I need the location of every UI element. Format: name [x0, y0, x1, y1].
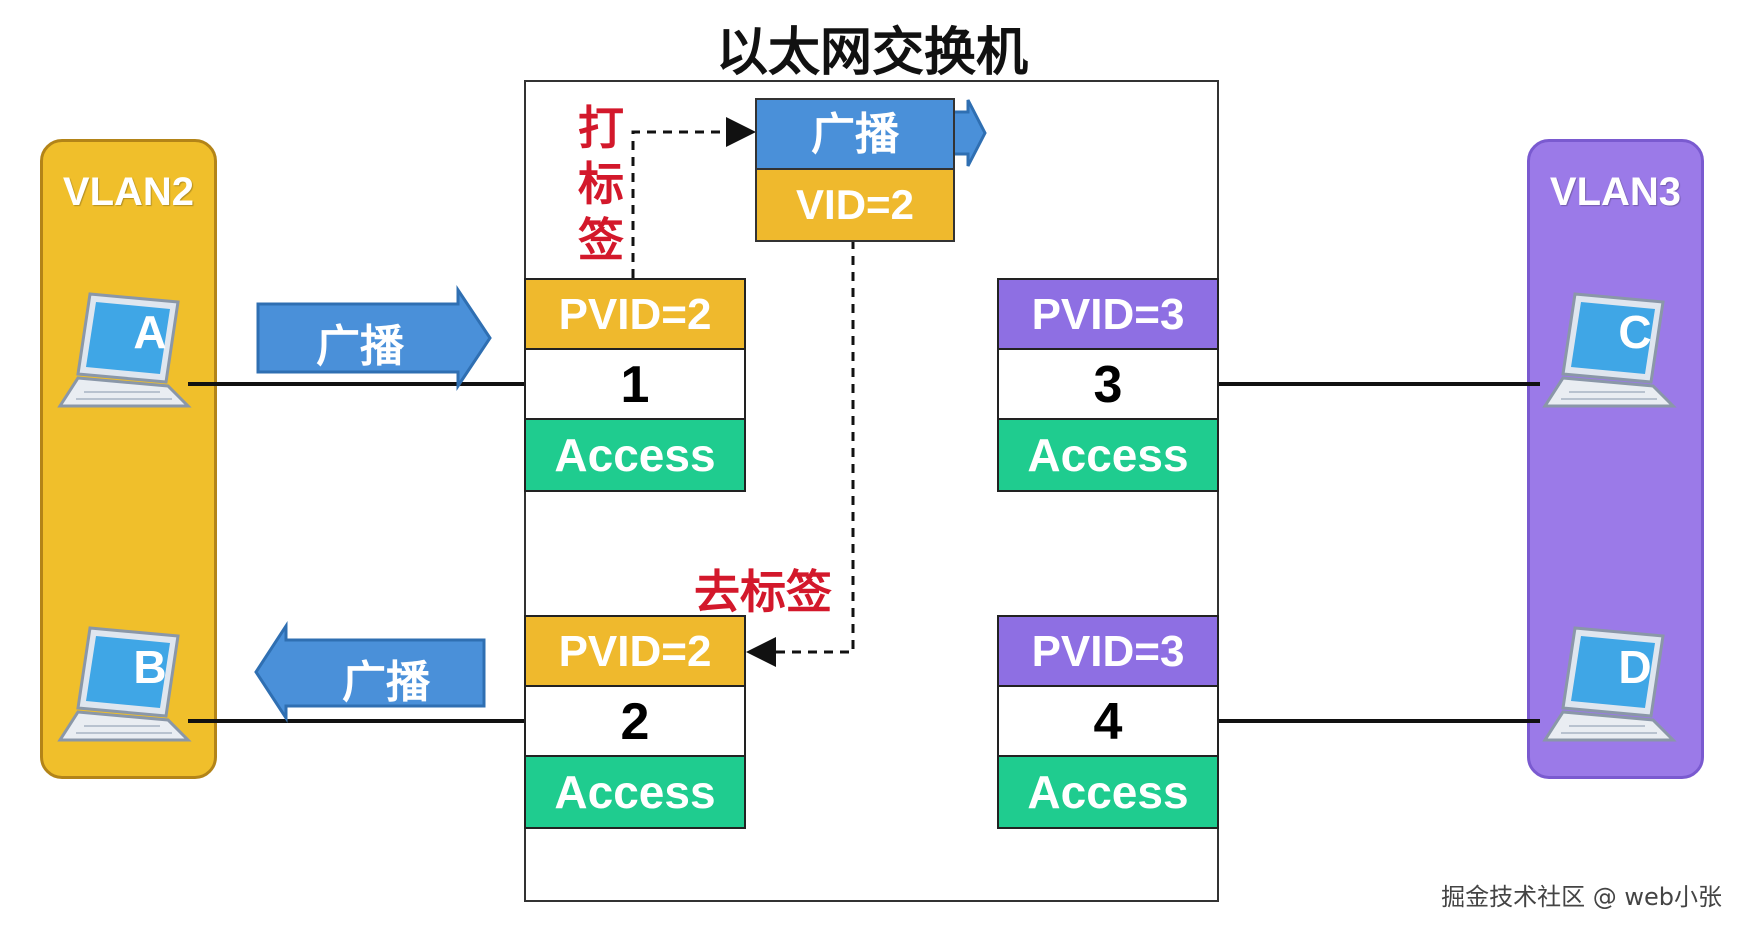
- port-2-number: 2: [526, 687, 744, 757]
- port-3: PVID=3 3 Access: [997, 278, 1219, 492]
- tagged-frame: 广播 VID=2: [755, 98, 955, 242]
- port-3-mode: Access: [999, 420, 1217, 490]
- broadcast-in-arrow: [256, 285, 492, 391]
- host-c-label: C: [1618, 306, 1652, 358]
- untag-label: 去标签: [694, 565, 832, 619]
- host-a-label: A: [133, 306, 167, 358]
- port-3-number: 3: [999, 350, 1217, 420]
- port-2-mode: Access: [526, 757, 744, 827]
- frame-header: 广播: [757, 100, 953, 170]
- frame-vid: VID=2: [757, 170, 953, 240]
- port-4: PVID=3 4 Access: [997, 615, 1219, 829]
- tag-label: 打标签: [576, 100, 626, 268]
- port-4-number: 4: [999, 687, 1217, 757]
- switch-title: 以太网交换机: [715, 23, 1028, 83]
- watermark: 掘金技术社区 @ web小张: [1441, 883, 1722, 911]
- broadcast-in-label: 广播: [316, 321, 404, 372]
- broadcast-out-arrow: [254, 620, 486, 724]
- port-1: PVID=2 1 Access: [524, 278, 746, 492]
- tag-label-text: 打标签: [578, 101, 624, 267]
- port-1-number: 1: [526, 350, 744, 420]
- port-4-pvid: PVID=3: [999, 617, 1217, 687]
- host-b-label: B: [133, 641, 167, 693]
- port-3-pvid: PVID=3: [999, 280, 1217, 350]
- port-2: PVID=2 2 Access: [524, 615, 746, 829]
- port-1-mode: Access: [526, 420, 744, 490]
- vlan2-group: VLAN2: [40, 139, 217, 779]
- port-1-pvid: PVID=2: [526, 280, 744, 350]
- port-2-pvid: PVID=2: [526, 617, 744, 687]
- tag-path: [631, 117, 756, 278]
- broadcast-out-label: 广播: [342, 657, 430, 708]
- frame-arrow-tip: [951, 99, 987, 167]
- vlan3-label: VLAN3: [1549, 170, 1682, 214]
- port-4-mode: Access: [999, 757, 1217, 827]
- host-d-label: D: [1618, 641, 1652, 693]
- vlan2-label: VLAN2: [62, 170, 195, 214]
